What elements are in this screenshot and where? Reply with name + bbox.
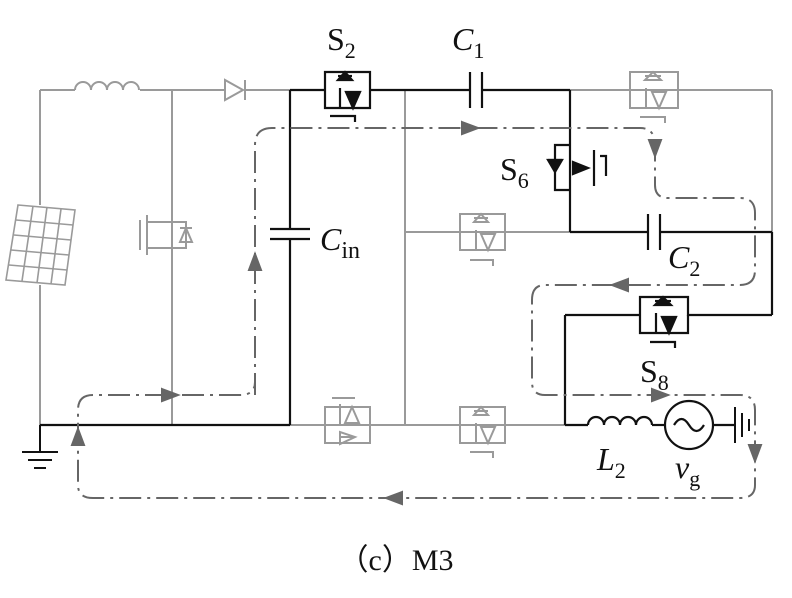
- active-wiring: [40, 88, 774, 427]
- current-path: [77, 127, 756, 499]
- arrow-icon: [609, 277, 629, 293]
- cin-label: Cin: [320, 221, 360, 264]
- bottom-mid-mosfet-icon: [459, 405, 506, 458]
- c1-capacitor-icon: [468, 72, 484, 108]
- s8-label: S8: [640, 353, 669, 395]
- cin-capacitor-icon: [270, 227, 310, 241]
- arrow-icon: [647, 139, 663, 159]
- mid-mosfet-icon: [459, 212, 506, 266]
- solar-panel-icon: [5, 204, 76, 286]
- c1-label: C1: [452, 21, 484, 63]
- l2-label: L2: [596, 441, 626, 483]
- s6-label: S6: [500, 151, 529, 193]
- arrow-icon: [651, 387, 671, 403]
- current-arrows: [70, 120, 763, 506]
- bottom-left-mosfet-icon: [324, 397, 371, 446]
- s2-label: S2: [327, 21, 356, 63]
- right-top-mosfet-icon: [629, 70, 679, 123]
- boost-mosfet-icon: [139, 215, 194, 255]
- boost-inductor-icon: [74, 81, 140, 91]
- s2-mosfet-icon: [323, 70, 372, 122]
- c2-capacitor-icon: [646, 214, 662, 250]
- ac-source-icon: [663, 399, 715, 451]
- arrow-icon: [247, 251, 263, 271]
- c2-label: C2: [668, 239, 700, 281]
- diode-icon: [224, 78, 246, 102]
- l2-inductor-icon: [586, 415, 654, 426]
- ground-icon: [22, 425, 58, 469]
- arrow-icon: [747, 444, 763, 464]
- inactive-wiring: [39, 89, 773, 426]
- s6-mosfet-icon: [546, 143, 608, 192]
- grid-ground-icon: [734, 407, 750, 443]
- vg-label: vg: [675, 449, 700, 491]
- arrow-icon: [461, 120, 481, 136]
- arrow-icon: [383, 490, 403, 506]
- arrow-icon: [161, 387, 181, 403]
- figure-caption: （c）M3: [338, 544, 454, 577]
- arrow-icon: [70, 426, 86, 446]
- s8-mosfet-icon: [638, 295, 700, 348]
